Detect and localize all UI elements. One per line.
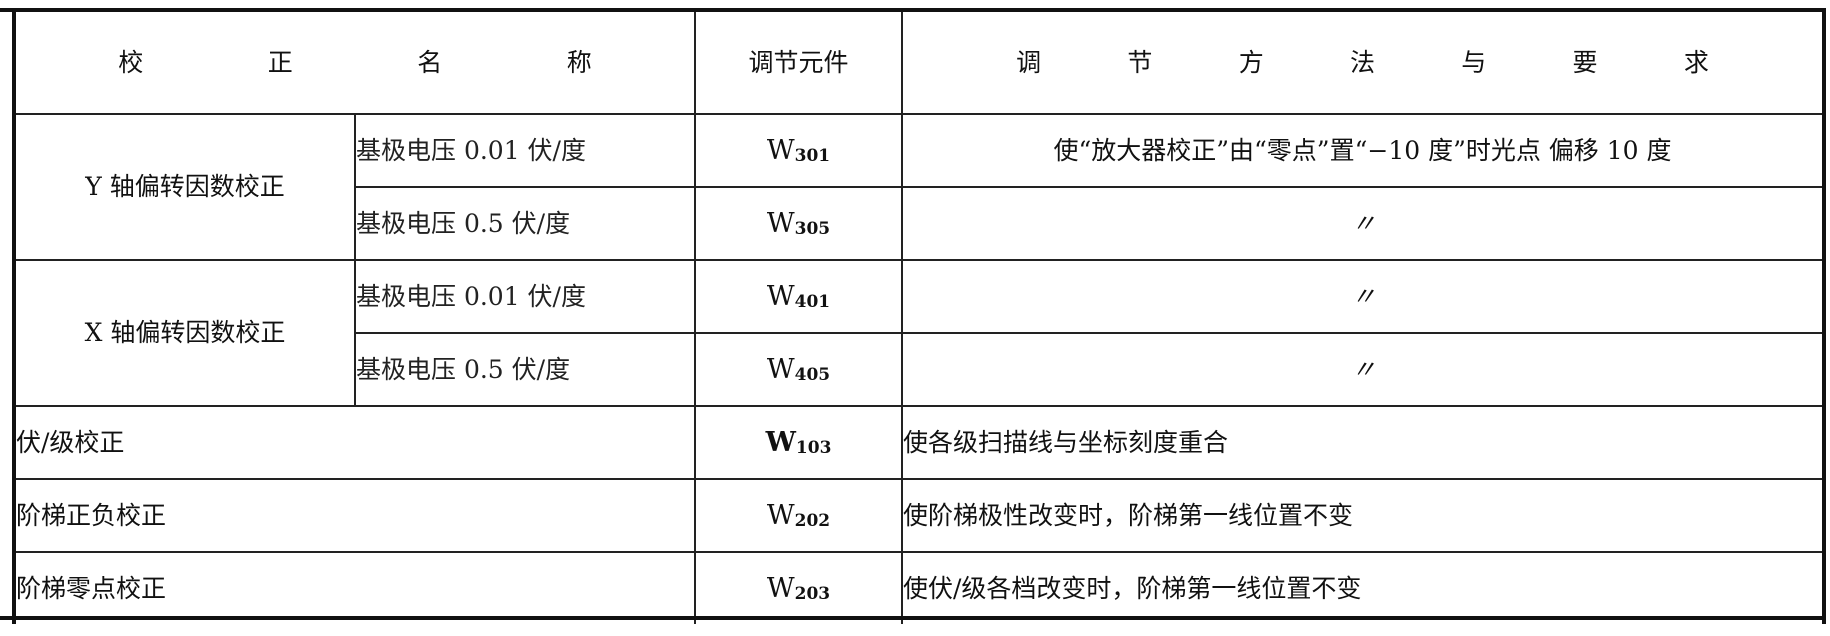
- adjust-method: 使“放大器校正”由“零点”置“−10 度”时光点 偏移 10 度: [901, 113, 1825, 188]
- adjust-element: W203: [694, 551, 903, 624]
- group-label-x-axis: X 轴偏转因数校正: [13, 259, 356, 407]
- sub-condition: 基极电压 0.01 伏/度: [354, 113, 696, 188]
- sub-condition: 基极电压 0.01 伏/度: [354, 259, 696, 334]
- adjust-element: W405: [694, 332, 903, 407]
- adjust-method: 使伏/级各档改变时，阶梯第一线位置不变: [901, 551, 1825, 624]
- adjust-element: W305: [694, 186, 903, 261]
- header-row: 校 正 名 称 调节元件 调 节 方 法 与 要 求: [13, 12, 1825, 115]
- table-row: 基极电压 0.5 伏/度 W405 〃: [14, 332, 1825, 407]
- table-row: 基极电压 0.5 伏/度 W305 〃: [14, 186, 1825, 261]
- adjust-element: W103: [694, 405, 903, 480]
- calibration-name: 阶梯正负校正: [13, 478, 696, 553]
- sub-condition: 基极电压 0.5 伏/度: [354, 332, 696, 407]
- ditto-mark: 〃: [901, 259, 1825, 334]
- sub-condition: 基极电压 0.5 伏/度: [354, 186, 696, 261]
- adjust-method: 使阶梯极性改变时，阶梯第一线位置不变: [901, 478, 1825, 553]
- header-adjust-method: 调 节 方 法 与 要 求: [901, 12, 1825, 115]
- adjust-element: W301: [694, 113, 903, 188]
- header-adjust-element: 调节元件: [694, 12, 903, 115]
- ditto-mark: 〃: [901, 332, 1825, 407]
- top-rule: [0, 8, 1826, 12]
- adjust-element: W202: [694, 478, 903, 553]
- bottom-rule: [0, 616, 1826, 620]
- table-row: 阶梯零点校正 W203 使伏/级各档改变时，阶梯第一线位置不变: [13, 551, 1825, 624]
- table-row: 阶梯正负校正 W202 使阶梯极性改变时，阶梯第一线位置不变: [13, 478, 1825, 553]
- calibration-name: 阶梯零点校正: [13, 551, 696, 624]
- table-row: Y 轴偏转因数校正 基极电压 0.01 伏/度 W301 使“放大器校正”由“零…: [13, 113, 1825, 261]
- ditto-mark: 〃: [901, 186, 1825, 261]
- calibration-table: 校 正 名 称 调节元件 调 节 方 法 与 要 求 Y 轴偏转因数校正 基极电…: [12, 12, 1826, 624]
- table-row: 伏/级校正 W103 使各级扫描线与坐标刻度重合: [13, 405, 1825, 480]
- group-label-y-axis: Y 轴偏转因数校正: [13, 113, 356, 261]
- calibration-name: 伏/级校正: [13, 405, 696, 480]
- adjust-method: 使各级扫描线与坐标刻度重合: [901, 405, 1825, 480]
- header-calibration-name: 校 正 名 称: [13, 12, 696, 115]
- adjust-element: W401: [694, 259, 903, 334]
- table-row: X 轴偏转因数校正 基极电压 0.01 伏/度 W401 〃: [13, 259, 1825, 407]
